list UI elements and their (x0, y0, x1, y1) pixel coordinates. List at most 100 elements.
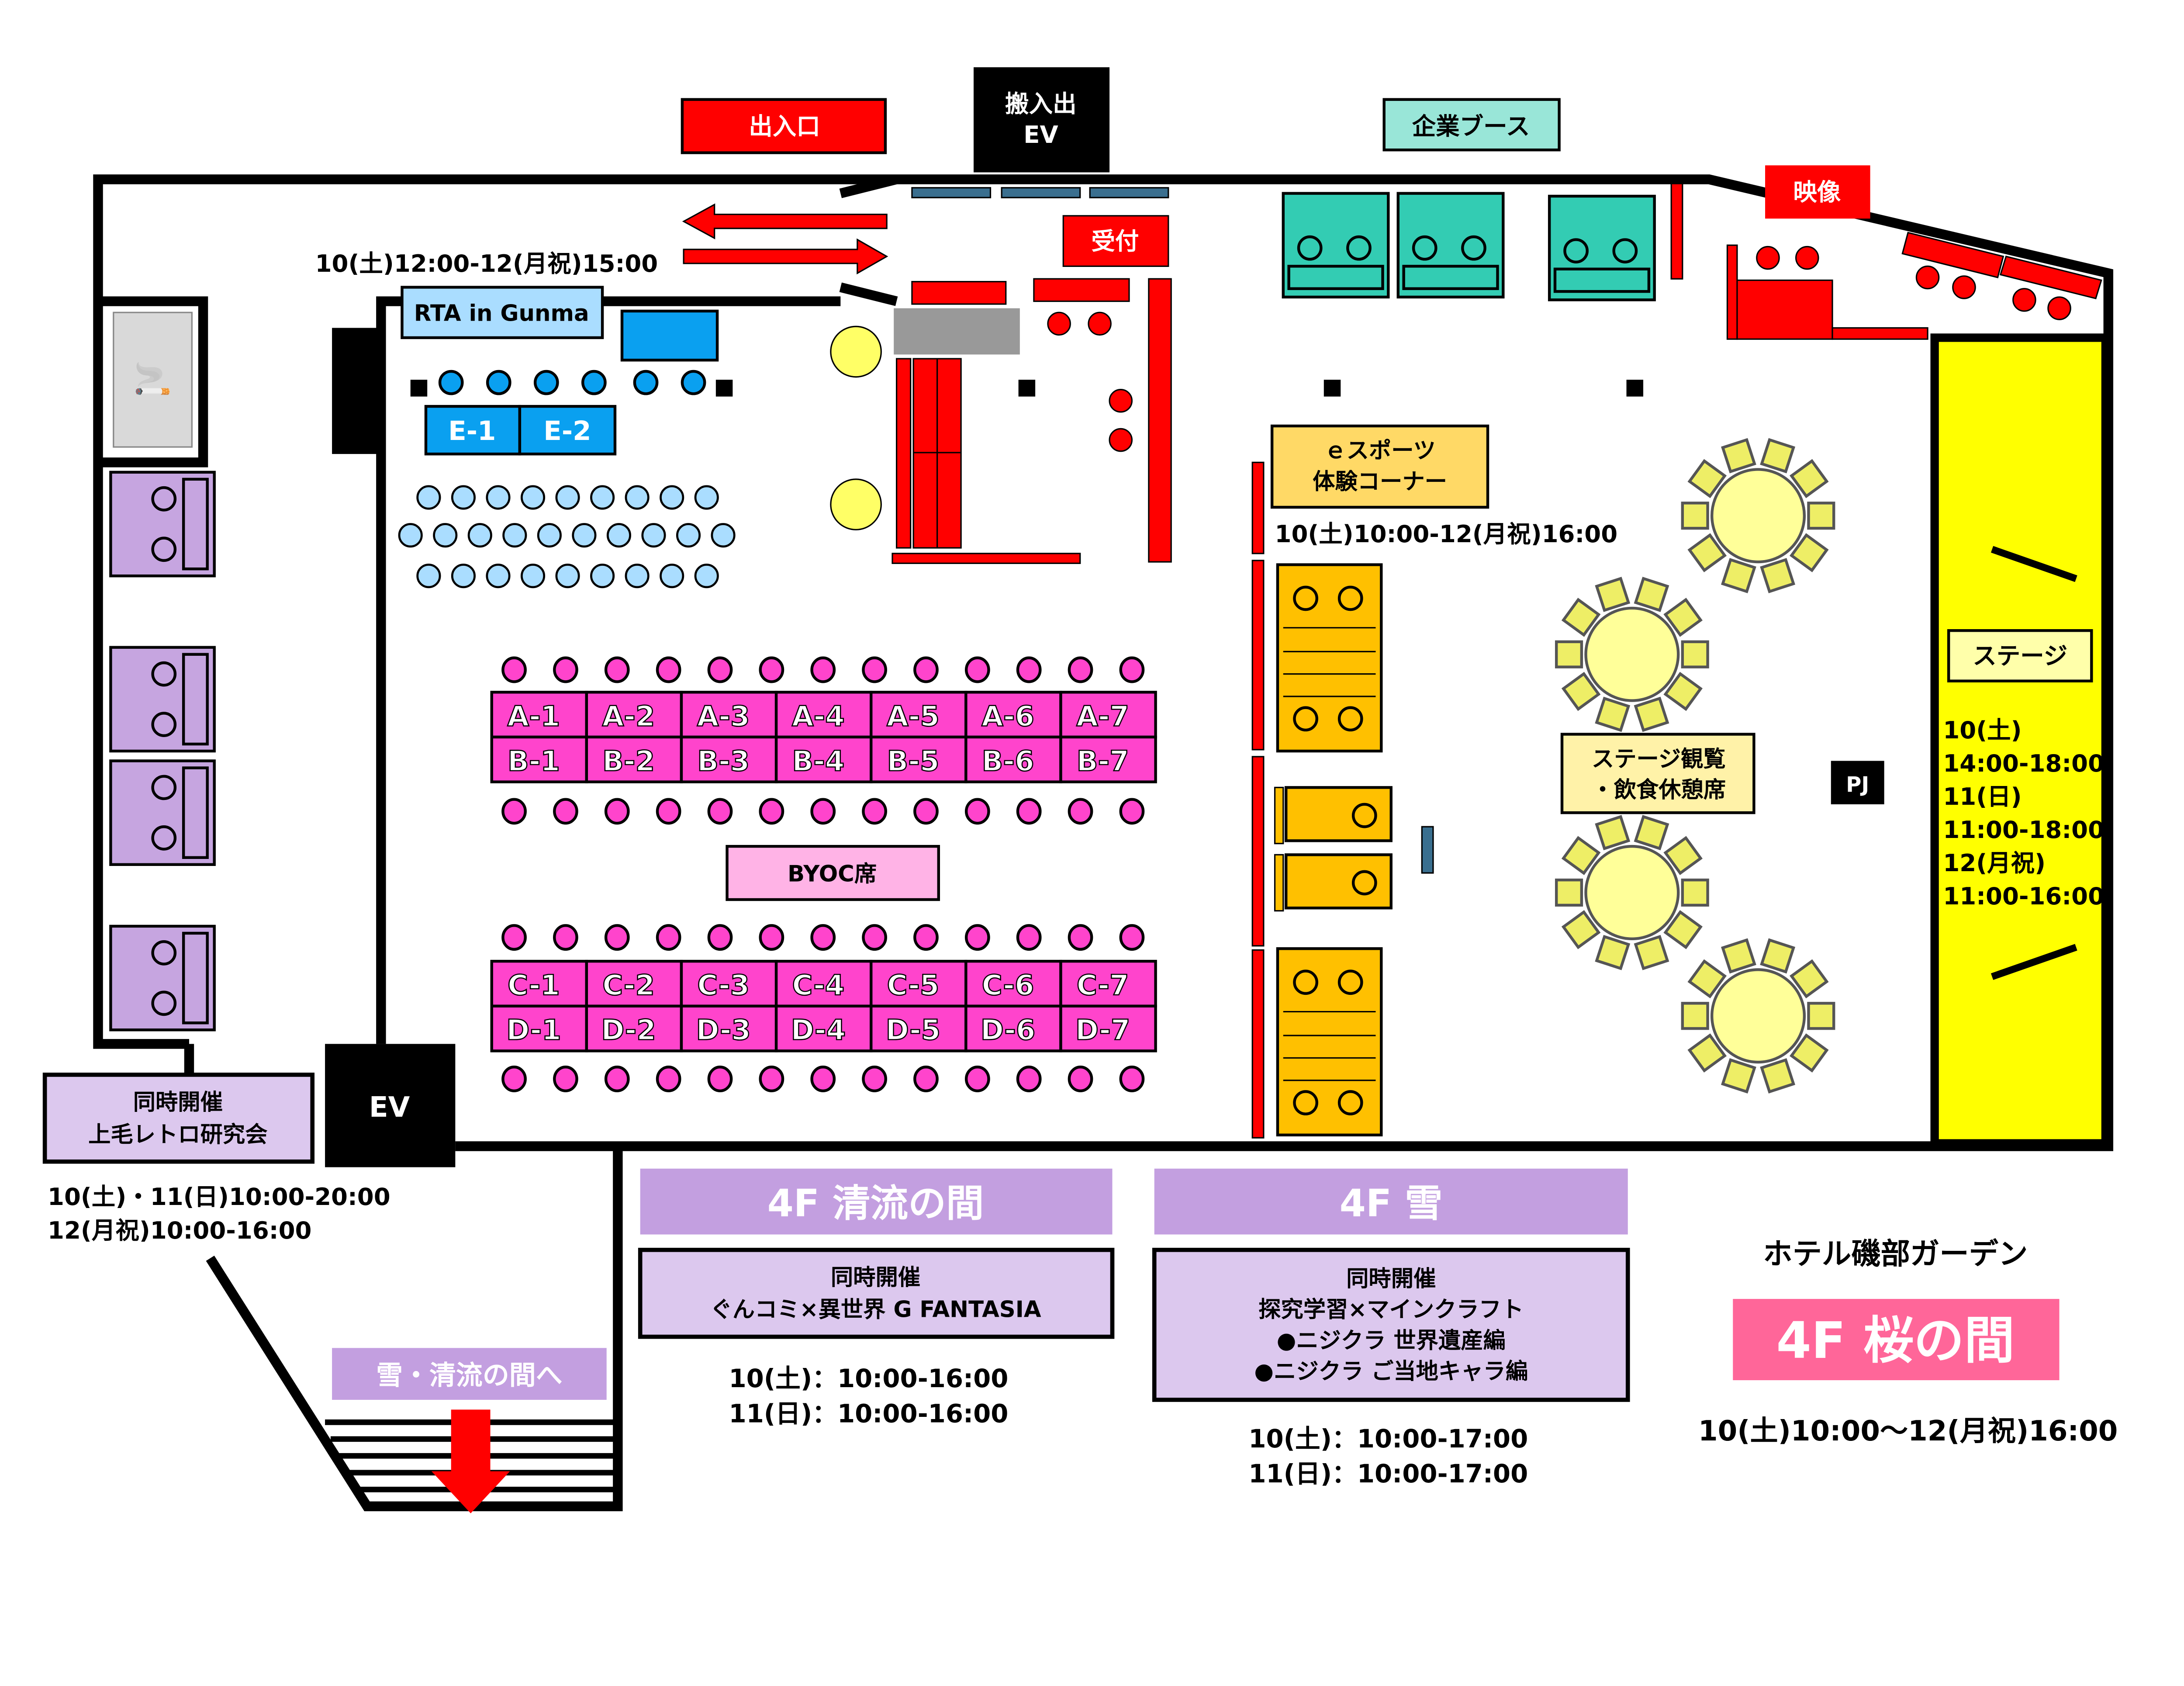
rta-seat (681, 370, 706, 395)
chair (151, 712, 177, 737)
chair (1789, 459, 1829, 499)
byoc-table-label: C-3 (697, 969, 750, 1002)
desk (182, 931, 209, 1025)
byoc-label-box (726, 845, 940, 901)
chair (1337, 1090, 1363, 1115)
audience-seat (694, 485, 719, 510)
door-bars (911, 187, 1169, 198)
smoking-room-wall (98, 296, 208, 467)
audience-seat (433, 523, 458, 548)
byoc-seat (1068, 798, 1093, 825)
byoc-table-label: B-3 (697, 745, 750, 778)
round-table[interactable] (1584, 845, 1680, 941)
byoc-seat (604, 924, 630, 951)
esports-table[interactable] (1276, 947, 1383, 1137)
yuki-time: 11(日)：10:00-17:00 (1248, 1459, 1528, 1489)
byoc-table-label: D-5 (886, 1014, 941, 1047)
byoc-table-c-7[interactable] (1059, 959, 1157, 1007)
esports-table[interactable] (1284, 786, 1393, 842)
byoc-seat (707, 1066, 733, 1092)
byoc-seat (810, 656, 836, 683)
esports-table[interactable] (1284, 853, 1393, 910)
seiryu-line: 同時開催 (831, 1264, 920, 1291)
video-area (1726, 232, 2102, 340)
byoc-seat (707, 656, 733, 683)
byoc-table-d-3[interactable] (680, 1004, 778, 1052)
chair (1634, 815, 1669, 851)
byoc-seat (759, 924, 784, 951)
byoc-table-a-7[interactable] (1059, 691, 1157, 739)
esports-partitions (1251, 461, 1265, 1139)
esports-table[interactable] (1276, 563, 1383, 753)
venue-time: 10(土)10:00～12(月祝)16:00 (1698, 1415, 2118, 1447)
seiryu-time: 11(日)：10:00-16:00 (729, 1399, 1008, 1428)
down-arrow-icon (431, 1409, 510, 1513)
retro-booth[interactable] (109, 471, 216, 578)
chair (1351, 870, 1377, 896)
byoc-table-label: C-5 (887, 969, 940, 1002)
partition (1421, 826, 1434, 874)
round-table[interactable] (1710, 468, 1806, 564)
floor-map-svg: 出入口 搬入出 EV 企業ブース 映像 受付 10(土)12:00-12(月祝)… (42, 67, 2118, 1513)
inner-wall (376, 296, 841, 1044)
freight-ev (973, 67, 1110, 173)
table-e-2[interactable] (518, 405, 617, 456)
byoc-table-c-4[interactable] (774, 959, 873, 1007)
yuki-line: 探究学習×マインクラフト (1258, 1297, 1524, 1323)
table-e-2-label: E-2 (543, 415, 591, 447)
chair (1555, 640, 1583, 668)
audience-seat (537, 523, 562, 548)
audience-seat (451, 485, 476, 510)
chair (1595, 815, 1631, 851)
stage-seating (1555, 438, 1835, 1094)
chair (1337, 706, 1363, 732)
chair (1681, 878, 1709, 907)
rta-seat (581, 370, 607, 395)
byoc-table-d-5[interactable] (870, 1004, 968, 1052)
desk (1287, 265, 1384, 290)
chair (1807, 1002, 1835, 1030)
retro-booth[interactable] (109, 646, 216, 753)
audience-seat (451, 564, 476, 589)
byoc-seat (1068, 656, 1093, 683)
table-e-1[interactable] (424, 405, 522, 456)
reception-chairs (1047, 312, 1133, 452)
rta-label: RTA in Gunma (414, 300, 589, 326)
byoc-table-c-2[interactable] (585, 959, 683, 1007)
chair (1663, 598, 1703, 637)
byoc-table-b-6[interactable] (964, 735, 1062, 783)
byoc-table-d-4[interactable] (774, 1004, 873, 1052)
byoc-table-a-3[interactable] (680, 691, 778, 739)
byoc-seat (553, 656, 578, 683)
chair (151, 537, 177, 562)
round-table[interactable] (1710, 968, 1806, 1064)
byoc-table-b-7[interactable] (1059, 735, 1157, 783)
byoc-seat (656, 656, 681, 683)
byoc-table-label: D-7 (1075, 1014, 1130, 1047)
byoc-table-b-3[interactable] (680, 735, 778, 783)
chair (1721, 938, 1756, 974)
retro-booths (109, 471, 216, 1032)
byoc-table-a-6[interactable] (964, 691, 1062, 739)
chair (151, 661, 177, 687)
byoc-table-label: A-7 (1076, 700, 1129, 733)
byoc-table-c-1[interactable] (490, 959, 588, 1007)
seiryu-line: ぐんコミ×異世界 G FANTASIA (710, 1297, 1041, 1323)
byoc-table-d-7[interactable] (1059, 1004, 1157, 1052)
byoc-table-b-2[interactable] (585, 735, 683, 783)
byoc-table-b-4[interactable] (774, 735, 873, 783)
round-table[interactable] (1584, 606, 1680, 702)
byoc-seat (759, 656, 784, 683)
byoc-table-d-6[interactable] (964, 1004, 1062, 1052)
stage-time: 11:00-16:00 (1943, 882, 2105, 910)
yuki-line: ●ニジクラ 世界遺産編 (1277, 1327, 1506, 1354)
stage-time: 12(月祝) (1943, 849, 2046, 877)
projector-label: PJ (1846, 772, 1869, 797)
stage-seats-label: ・飲食休憩席 (1591, 777, 1726, 803)
retro-line: 上毛レトロ研究会 (88, 1122, 267, 1148)
byoc-table-b-1[interactable] (490, 735, 588, 783)
retro-booth[interactable] (109, 759, 216, 866)
retro-booth[interactable] (109, 924, 216, 1032)
audience-seat (625, 485, 650, 510)
